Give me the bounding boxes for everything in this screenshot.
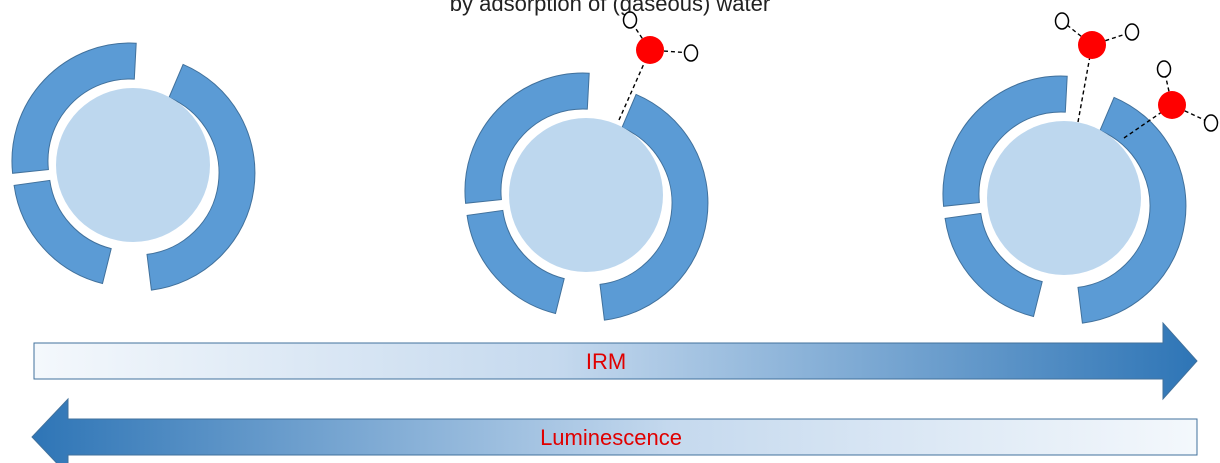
hydrogen-atom (1203, 114, 1219, 132)
luminescence-label: Luminescence (540, 425, 682, 450)
particle-one-water (464, 72, 709, 321)
oxygen-atom (1158, 91, 1186, 119)
oxygen-atom (636, 36, 664, 64)
shell-segment (942, 75, 1068, 207)
water-molecules (618, 11, 1219, 139)
particle-core (987, 121, 1141, 275)
irm-arrow: IRM (33, 321, 1198, 401)
particle-core (56, 88, 210, 242)
hydrogen-atom (1156, 60, 1172, 78)
shell-segment (599, 93, 709, 321)
shell-segment (466, 209, 565, 315)
hydrogen-atom (1054, 12, 1070, 30)
water-molecule (618, 11, 699, 121)
shell-segment (11, 42, 137, 174)
hydrogen-bond (1123, 104, 1173, 139)
hydrogen-atom (1124, 23, 1140, 41)
hydrogen-atom (683, 44, 699, 62)
shell-segment (944, 212, 1043, 318)
hydrogen-atom (622, 11, 638, 29)
shell-segment (146, 63, 256, 291)
irm-label: IRM (586, 349, 626, 374)
shell-segment (13, 179, 112, 285)
shell-segment (464, 72, 590, 204)
particle-two-water (942, 75, 1187, 324)
water-molecule (1123, 60, 1219, 139)
particle-dry (11, 42, 256, 291)
title-text: by adsorption of (gaseous) water (449, 0, 771, 16)
shell-segment (1077, 96, 1187, 324)
water-molecule (1054, 12, 1140, 123)
luminescence-arrow: Luminescence (31, 397, 1198, 463)
particle-core (509, 118, 663, 272)
oxygen-atom (1078, 31, 1106, 59)
